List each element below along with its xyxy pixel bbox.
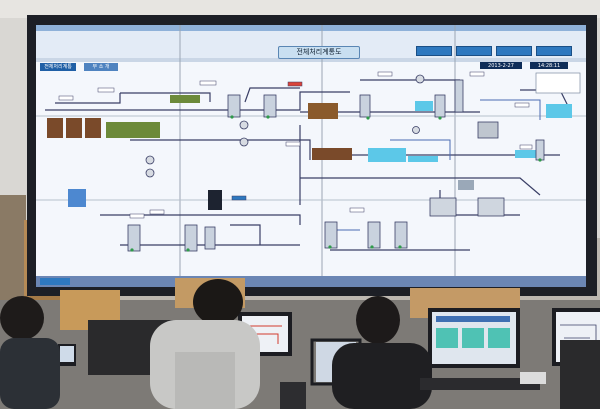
operator-right [332, 296, 432, 409]
pump-icon-3 [239, 120, 249, 130]
left-cabinet [0, 195, 26, 305]
motor-indicators [130, 115, 542, 252]
tank-brown-1 [47, 118, 63, 138]
tag-labels [58, 71, 533, 219]
pump-icon-6 [412, 126, 420, 134]
small-monitor-screen [60, 346, 74, 362]
wall-nav-button-1[interactable] [416, 46, 452, 56]
legend-box [535, 72, 581, 94]
keyboard [420, 378, 540, 390]
tank-green-basin [106, 122, 160, 138]
center-panel-1 [436, 328, 458, 348]
center-panel-2 [462, 328, 484, 348]
screen-taskbar [36, 276, 586, 287]
screen-title: 전체처리계통도 [278, 46, 360, 59]
process-pipes-blue [335, 99, 541, 231]
ceiling [0, 0, 600, 18]
pump-icon-2 [145, 168, 155, 178]
blower-unit [477, 121, 499, 139]
screen-topstrip [36, 25, 586, 31]
paper-cup-area [520, 372, 546, 384]
pump-station-icon [68, 189, 86, 207]
tank-cyan-5 [408, 156, 438, 162]
wall-nav-button-3[interactable] [496, 46, 532, 56]
tank-cyan-3 [415, 101, 433, 111]
tab-second[interactable]: 부 소 개 [84, 63, 118, 71]
tank-brown-large [308, 103, 338, 119]
left-monitor-diagram [246, 325, 282, 344]
pump-icon-1 [145, 155, 155, 165]
date-box [480, 62, 522, 69]
chair-right [560, 340, 600, 409]
tab-main[interactable]: 전체처리계통 [40, 63, 76, 71]
taskbar-start [40, 278, 70, 285]
center-monitor-header [436, 316, 510, 322]
time-box [530, 62, 568, 69]
pump-icon-5 [415, 74, 425, 84]
wall-nav-button-4[interactable] [536, 46, 572, 56]
tank-cyan-1 [368, 148, 406, 162]
tank-cyan-2 [546, 104, 572, 118]
time-readout: 14:28:11 [537, 63, 561, 69]
vessel-dark-icon [208, 190, 222, 210]
process-columns [127, 79, 545, 252]
center-panel-3 [488, 328, 510, 348]
operator-center [150, 279, 260, 409]
control-box [458, 180, 474, 190]
filter-unit-2 [477, 197, 505, 217]
tank-cyan-4 [515, 150, 543, 158]
tank-green-small [170, 95, 200, 103]
date-readout: 2013-2-27 [488, 63, 514, 69]
operator-left [0, 296, 60, 409]
tank-brown-2 [66, 118, 82, 138]
pump-icon-4 [239, 137, 249, 147]
desk-phone [280, 382, 306, 409]
filter-unit-1 [429, 197, 457, 217]
header-divider [36, 58, 586, 62]
tank-brown-low [312, 148, 352, 160]
wall-nav-button-2[interactable] [456, 46, 492, 56]
tank-brown-3 [85, 118, 101, 138]
